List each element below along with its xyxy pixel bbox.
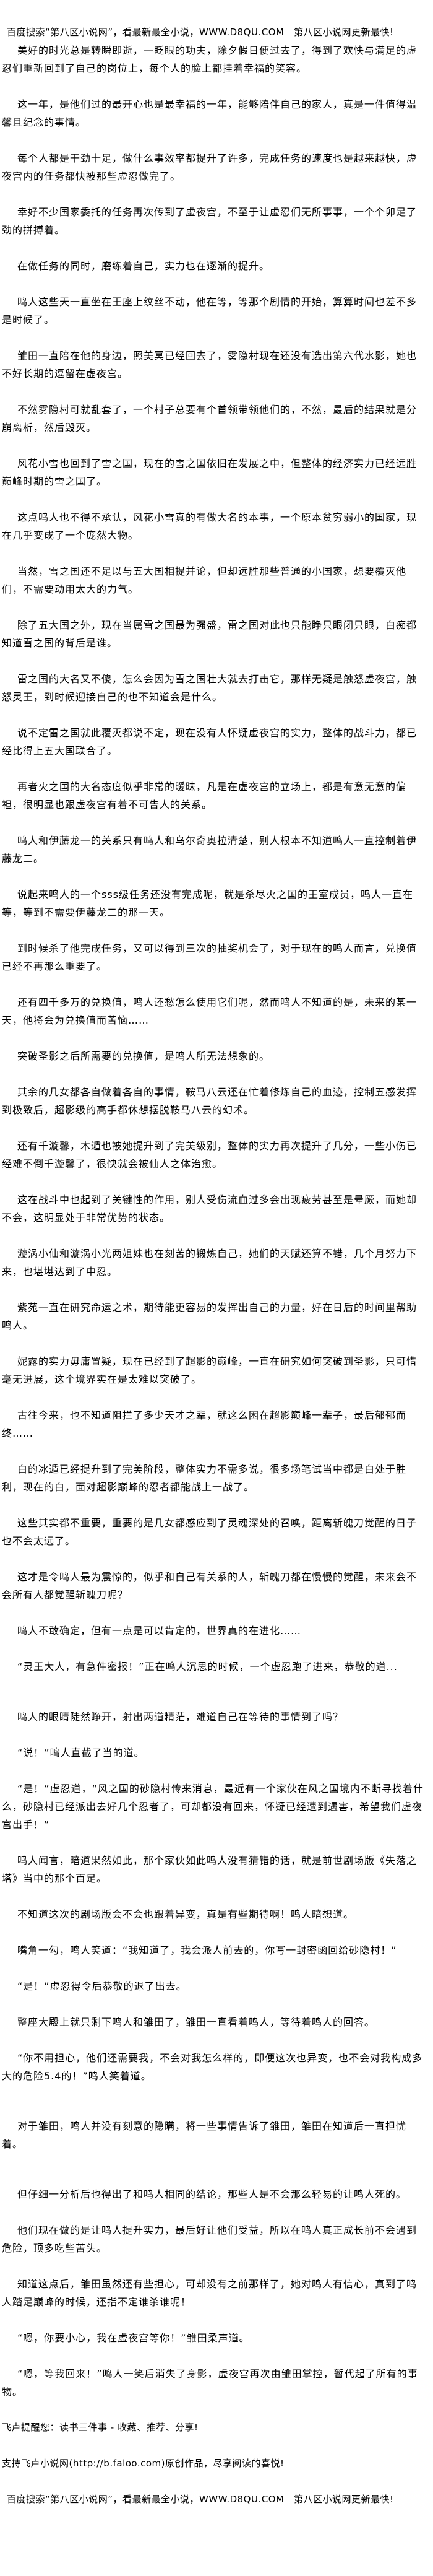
paragraph: 鸣人闻言，暗道果然如此，那个家伙如此鸣人没有猜错的话，就是前世剧场版《失落之塔》… bbox=[2, 1855, 418, 1884]
paragraph: 说不定雷之国就此覆灭都说不定，现在没有人怀疑虚夜宫的实力，整体的战斗力，都已经比… bbox=[2, 727, 418, 757]
paragraph: 美好的时光总是转瞬即逝，一眨眼的功夫，除夕假日便过去了，得到了欢快与满足的虚忍们… bbox=[2, 45, 418, 74]
paragraph: 到时候杀了他完成任务，又可以得到三次的抽奖机会了，对于现在的鸣人而言，兑换值已经… bbox=[2, 942, 418, 972]
paragraph: 突破圣影之后所需要的兑换值，是鸣人所无法想象的。 bbox=[17, 1050, 270, 1062]
footer-support-link[interactable]: 支持飞卢小说网(http://b.faloo.com)原创作品，尽享阅读的喜悦! bbox=[2, 2458, 285, 2469]
paragraph: 鸣人和伊藤龙一的关系只有鸣人和乌尔奇奥拉清楚，别人根本不知道鸣人一直控制着伊藤龙… bbox=[2, 835, 418, 864]
paragraph: “是！”虚忍得令后恭敬的退了出去。 bbox=[17, 1980, 187, 1992]
chapter-page: 百度搜索“第八区小说网”，看最新最全小说，WWW.D8QU.COM 第八区小说网… bbox=[2, 27, 426, 2505]
paragraph: 雷之国的大名又不傻，怎么会因为雪之国壮大就去打击它，那样无疑是触怒虚夜宫，触怒灵… bbox=[2, 673, 418, 703]
paragraph: 除了五大国之外，现在当属雪之国最为强盛，雷之国对此也只能睁只眼闭只眼，白痴都知道… bbox=[2, 619, 418, 649]
paragraph: 再者火之国的大名态度似乎非常的暧昧，凡是在虚夜宫的立场上，都是有意无意的偏袒，很… bbox=[2, 781, 407, 811]
paragraph: 还有千漩馨，木遁也被她提升到了完美级别，整体的实力再次提升了几分，一些小伤已经难… bbox=[2, 1140, 418, 1170]
site-banner-top: 百度搜索“第八区小说网”，看最新最全小说，WWW.D8QU.COM 第八区小说网… bbox=[7, 27, 394, 38]
paragraph: “嗯，等我回来！”鸣人一笑后消失了身影，虚夜宫再次由雏田掌控，暂代起了所有的事物… bbox=[2, 2368, 418, 2398]
paragraph: 嘴角一勾，鸣人笑道：“我知道了，我会派人前去的，你写一封密函回给砂隐村！” bbox=[17, 1944, 397, 1956]
paragraph: 幸好不少国家委托的任务再次传到了虚夜宫，不至于让虚忍们无所事事，一个个卯足了劲的… bbox=[2, 206, 418, 236]
paragraph: 在做任务的同时，磨练着自己，实力也在逐渐的提升。 bbox=[17, 260, 270, 272]
paragraph: 鸣人的眼睛陡然睁开，射出两道精茫，难道自己在等待的事情到了吗？ bbox=[17, 1711, 344, 1723]
paragraph: 古往今来，也不知道阻拦了多少天才之辈，就这么困在超影巅峰一辈子，最后郁郁而终…… bbox=[2, 1409, 407, 1439]
paragraph: 对于雏田，鸣人并没有刻意的隐瞒，将一些事情告诉了雏田，雏田在知道后一直担忧着。 bbox=[2, 2120, 407, 2150]
paragraph: 紫苑一直在研究命运之术，期待能更容易的发挥出自己的力量，好在日后的时间里帮助鸣人… bbox=[2, 1302, 418, 1331]
paragraph: 还有四千多万的兑换值，鸣人还愁怎么使用它们呢，然而鸣人不知道的是，未来的某一天，… bbox=[2, 996, 418, 1026]
paragraph: 这些其实都不重要，重要的是几女都感应到了灵魂深处的召唤，距离斩魄刀觉醒的日子也不… bbox=[2, 1517, 418, 1547]
paragraph: 这在战斗中也起到了关键性的作用，别人受伤流血过多会出现疲劳甚至是晕厥，而她却不会… bbox=[2, 1194, 418, 1224]
paragraph: 不知道这次的剧场版会不会也跟着异变，真是有些期待啊！鸣人暗想道。 bbox=[17, 1908, 354, 1920]
paragraph: 这才是令鸣人最为震惊的，似乎和自己有关系的人，斩魄刀都在慢慢的觉醒，未来会不会所… bbox=[2, 1571, 418, 1601]
site-banner-bottom: 百度搜索“第八区小说网”，看最新最全小说，WWW.D8QU.COM 第八区小说网… bbox=[7, 2494, 394, 2505]
paragraph: 他们现在做的是让鸣人提升实力，最后好让他们受益，所以在鸣人真正成长前不会遇到危险… bbox=[2, 2224, 418, 2254]
paragraph: 漩涡小仙和漩涡小光两姐妹也在刻苦的锻炼自己，她们的天赋还算不错，几个月努力下来，… bbox=[2, 1248, 418, 1277]
paragraph: 这点鸣人也不得不承认，风花小雪真的有做大名的本事，一个原本贫穷弱小的国家，现在几… bbox=[2, 511, 418, 541]
paragraph: 知道这点后，雏田虽然还有些担心，可却没有之前那样了，她对鸣人有信心，真到了鸣人踏… bbox=[2, 2278, 418, 2308]
paragraph: 风花小雪也回到了雪之国，现在的雪之国依旧在发展之中，但整体的经济实力已经远胜巅峰… bbox=[2, 458, 418, 487]
footer-reminder: 飞卢提醒您：读书三件事 - 收藏、推荐、分享! bbox=[2, 2422, 199, 2433]
paragraph: 这一年，是他们过的最开心也是最幸福的一年，能够陪伴自己的家人，真是一件值得温馨且… bbox=[2, 98, 418, 128]
paragraph: 整座大殿上就只剩下鸣人和雏田了，雏田一直看着鸣人，等待着鸣人的回答。 bbox=[17, 2016, 375, 2028]
paragraph: 白的冰遁已经提升到了完美阶段，整体实力不需多说，很多场笔试当中都是白处于胜利，现… bbox=[2, 1463, 407, 1493]
paragraph: “你不用担心，他们还需要我，不会对我怎么样的，即便这次也异变，也不会对我构成多大… bbox=[2, 2052, 423, 2082]
paragraph: 鸣人不敢确定，但有一点是可以肯定的，世界真的在进化…… bbox=[17, 1625, 302, 1637]
paragraph: 每个人都是干劲十足，做什么事效率都提升了许多，完成任务的速度也是越来越快，虚夜宫… bbox=[2, 152, 418, 182]
paragraph: 当然，雪之国还不足以与五大国相提并论，但却远胜那些普通的小国家，想要覆灭他们，不… bbox=[2, 565, 407, 595]
paragraph: 说起来鸣人的一个sss级任务还没有完成呢，就是杀尽火之国的王室成员，鸣人一直在等… bbox=[2, 889, 414, 918]
paragraph: 不然雾隐村可就乱套了，一个村子总要有个首领带领他们的，不然，最后的结果就是分崩离… bbox=[2, 404, 418, 433]
paragraph: 鸣人这些天一直坐在王座上纹丝不动，他在等，等那个剧情的开始，算算时间也差不多是时… bbox=[2, 296, 418, 326]
paragraph: “灵王大人，有急件密报！”正在鸣人沉思的时候，一个虚忍跑了进来，恭敬的道... bbox=[17, 1661, 398, 1673]
chapter-body: 美好的时光总是转瞬即逝，一眨眼的功夫，除夕假日便过去了，得到了欢快与满足的虚忍们… bbox=[2, 41, 426, 2401]
paragraph: “嗯，你要小心，我在虚夜宫等你！”雏田柔声道。 bbox=[17, 2332, 250, 2344]
paragraph: 其余的几女都各自做着各自的事情，鞍马八云还在忙着修炼自己的血迹，控制五感发挥到极… bbox=[2, 1086, 418, 1116]
paragraph: “说！”鸣人直截了当的道。 bbox=[17, 1747, 145, 1759]
paragraph: 妮露的实力毋庸置疑，现在已经到了超影的巅峰，一直在研究如何突破到圣影，只可惜毫无… bbox=[2, 1355, 418, 1385]
paragraph: 但仔细一分析后也得出了和鸣人相同的结论，那些人是不会那么轻易的让鸣人死的。 bbox=[17, 2188, 407, 2200]
paragraph: 雏田一直陪在他的身边，照美冥已经回去了，雾隐村现在还没有选出第六代水影，她也不好… bbox=[2, 350, 418, 380]
paragraph: “是！”虚忍道，“风之国的砂隐村传来消息，最近有一个家伙在风之国境内不断寻找着什… bbox=[2, 1783, 424, 1830]
